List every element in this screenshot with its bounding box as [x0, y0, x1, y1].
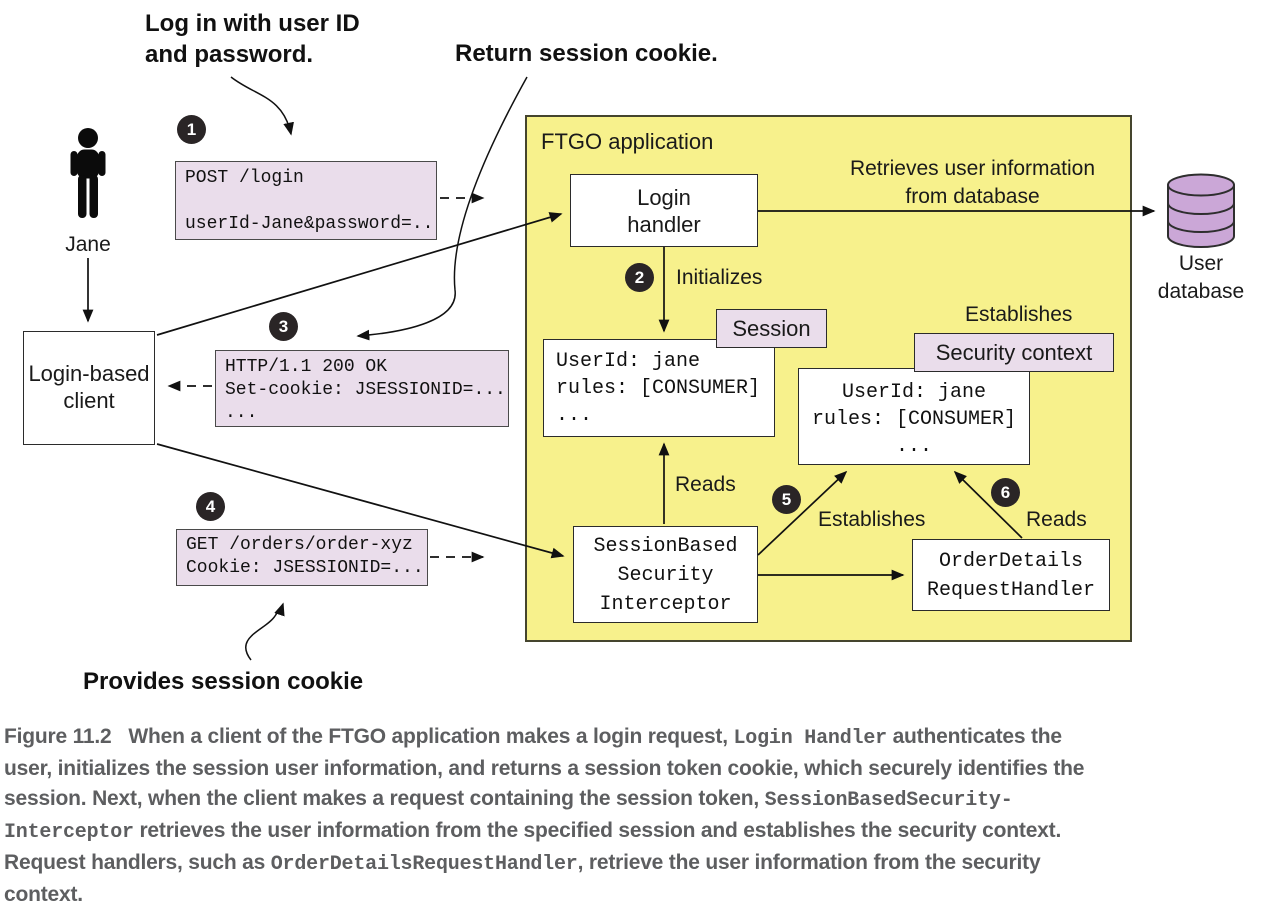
login-based-client-label: Login-based client: [28, 361, 150, 413]
reads-security-label: Reads: [1026, 508, 1087, 531]
session-based-security-interceptor-box: SessionBased Security Interceptor: [573, 526, 758, 623]
reads-session-label: Reads: [675, 473, 736, 496]
login-handler-box: Login handler: [570, 174, 758, 247]
actor-label: Jane: [65, 233, 111, 256]
security-context-tab: Security context: [914, 333, 1114, 372]
step-1-badge: 1: [177, 115, 206, 144]
session-tab: Session: [716, 309, 827, 348]
database-icon: [1167, 173, 1235, 248]
step-5-badge: 5: [772, 485, 801, 514]
post-login-message-box: POST /login userId-Jane&password=..: [175, 161, 437, 240]
order-details-request-handler-box: OrderDetails RequestHandler: [912, 539, 1110, 611]
figure-caption: Figure 11.2 When a client of the FTGO ap…: [4, 725, 1085, 906]
curve-provides-note-to-get-box: [244, 602, 285, 661]
login-handler-label: Login handler: [627, 185, 701, 237]
login-based-client-box: Login-based client: [23, 331, 155, 445]
get-orders-message-box: GET /orders/order-xyz Cookie: JSESSIONID…: [176, 529, 428, 586]
annotation-return-cookie-note: Return session cookie.: [455, 40, 718, 67]
initializes-label: Initializes: [676, 266, 763, 289]
database-label: User database: [1157, 252, 1245, 303]
ftgo-application-title: FTGO application: [541, 129, 714, 154]
step-2-badge: 2: [625, 263, 654, 292]
establishes-mid-label: Establishes: [818, 508, 926, 531]
annotation-login-note: Log in with user ID and password.: [145, 10, 360, 68]
person-icon: [70, 128, 106, 218]
step-3-badge: 3: [269, 312, 298, 341]
step-4-badge: 4: [196, 492, 225, 521]
retrieves-user-info-label: Retrieves user information from database: [849, 157, 1096, 208]
session-data-box: UserId: jane rules: [CONSUMER] ...: [543, 339, 775, 437]
http-response-message-box: HTTP/1.1 200 OK Set-cookie: JSESSIONID=.…: [215, 350, 509, 427]
annotation-provides-cookie-note: Provides session cookie: [83, 668, 364, 695]
curve-login-note-to-post-box: [230, 76, 294, 136]
security-context-data-box: UserId: jane rules: [CONSUMER] ...: [798, 368, 1030, 465]
step-6-badge: 6: [991, 478, 1020, 507]
establishes-top-label: Establishes: [965, 303, 1073, 326]
